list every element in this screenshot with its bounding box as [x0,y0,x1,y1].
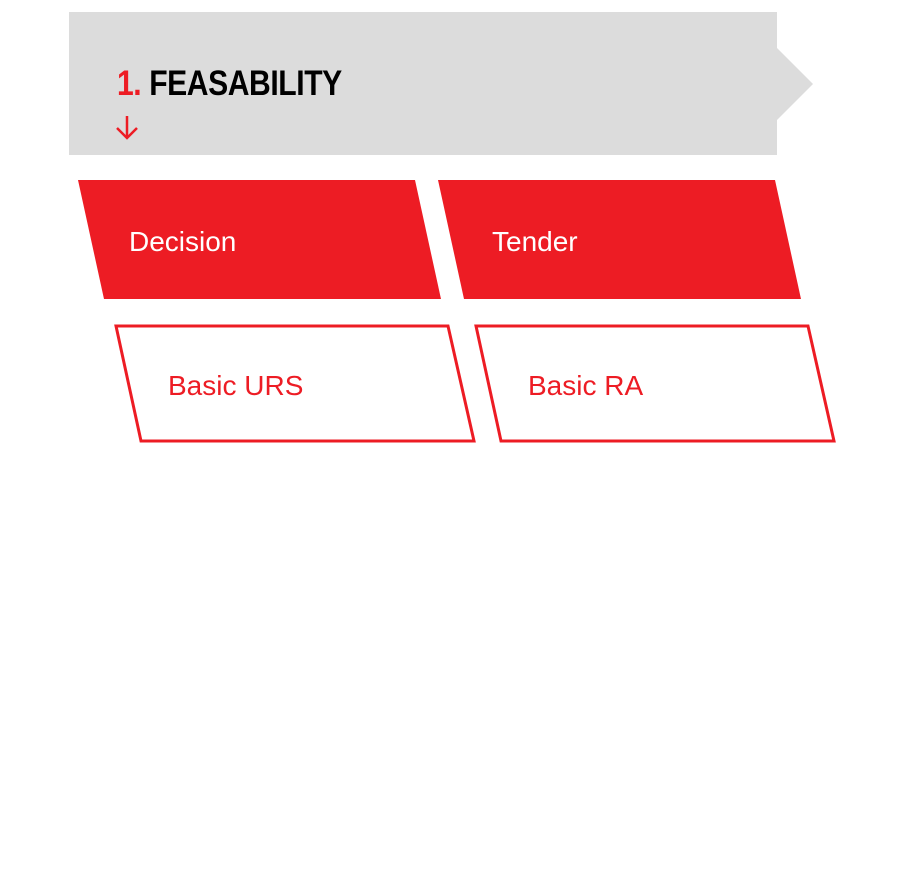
arrow-down-icon [116,116,138,140]
phase-name: FEASABILITY [149,64,342,103]
step-decision-label: Decision [129,226,237,257]
step-tender-label: Tender [492,226,578,257]
step-basic-ra-label: Basic RA [528,370,644,401]
phase-banner [69,12,813,155]
phase-title: 1. FEASABILITY [117,66,342,101]
step-basic-ra-shape[interactable] [474,324,836,443]
step-basic-urs-shape[interactable] [114,324,476,443]
phase-number: 1. [117,64,142,103]
step-decision-shape[interactable] [78,180,441,299]
step-basic-urs-label: Basic URS [168,370,304,401]
step-tender-shape[interactable] [438,180,801,299]
